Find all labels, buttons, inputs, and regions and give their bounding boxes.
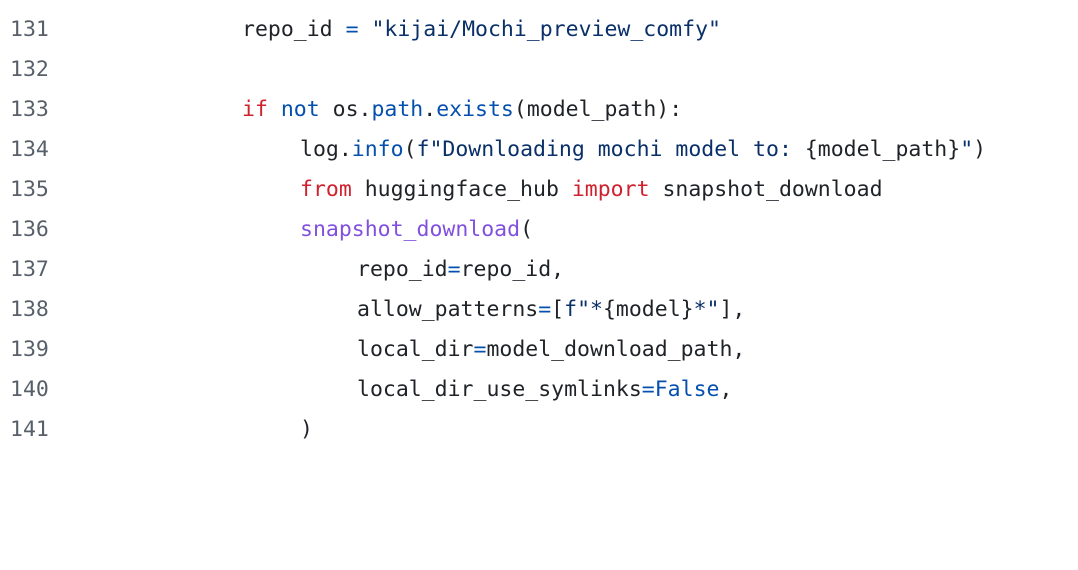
line-code: local_dir=model_download_path, — [357, 330, 745, 370]
line-number[interactable]: 133 — [10, 97, 49, 122]
code-token: not — [280, 97, 320, 122]
line-number[interactable]: 140 — [10, 377, 49, 402]
code-line: 139 local_dir=model_download_path, — [0, 330, 1078, 370]
code-token: if — [242, 97, 268, 122]
code-token: ( — [520, 217, 534, 242]
code-token: local_dir_use_symlinks — [357, 377, 642, 402]
code-token: ) — [973, 137, 987, 162]
line-number[interactable]: 137 — [10, 257, 49, 282]
code-line: 135 from huggingface_hub import snapshot… — [0, 170, 1078, 210]
code-token: snapshot_download — [300, 217, 521, 242]
code-token: = — [473, 337, 487, 362]
code-line: 137 repo_id=repo_id, — [0, 250, 1078, 290]
code-token: {model_path} — [804, 137, 961, 162]
code-token: = — [641, 377, 655, 402]
code-token: repo_id — [357, 257, 448, 282]
code-token — [268, 97, 281, 122]
line-code: if not os.path.exists(model_path): — [242, 90, 682, 130]
code-view: 131 repo_id = "kijai/Mochi_preview_comfy… — [0, 10, 1078, 450]
code-token: (model_path): — [513, 97, 683, 122]
code-token: ) — [300, 417, 313, 442]
code-token: , — [719, 377, 733, 402]
line-number[interactable]: 139 — [10, 337, 49, 362]
line-code: repo_id=repo_id, — [357, 250, 564, 290]
code-token: os. — [319, 97, 372, 122]
line-code: snapshot_download( — [300, 210, 533, 250]
code-token: ], — [719, 297, 746, 322]
code-token: f"Downloading mochi model to: — [416, 137, 805, 162]
code-token: info — [351, 137, 404, 162]
code-token: path — [371, 97, 424, 122]
code-token: repo_id, — [460, 257, 565, 282]
code-token: = — [538, 297, 552, 322]
line-code: local_dir_use_symlinks=False, — [357, 370, 732, 410]
line-number[interactable]: 132 — [10, 57, 49, 82]
code-token: local_dir — [357, 337, 474, 362]
code-token: . — [423, 97, 437, 122]
line-code: log.info(f"Downloading mochi model to: {… — [300, 130, 986, 170]
code-token: model_download_path, — [486, 337, 746, 362]
line-code: repo_id = "kijai/Mochi_preview_comfy" — [242, 10, 721, 50]
code-token: repo_id — [242, 17, 346, 42]
code-token: *" — [693, 297, 720, 322]
code-token: {model} — [602, 297, 694, 322]
code-line: 133 if not os.path.exists(model_path): — [0, 90, 1078, 130]
code-token: exists — [436, 97, 514, 122]
code-line: 132 — [0, 50, 1078, 90]
line-number[interactable]: 141 — [10, 417, 49, 442]
code-line: 140 local_dir_use_symlinks=False, — [0, 370, 1078, 410]
line-number[interactable]: 135 — [10, 177, 49, 202]
code-token: [ — [551, 297, 565, 322]
code-token: snapshot_download — [649, 177, 883, 202]
code-line: 136 snapshot_download( — [0, 210, 1078, 250]
code-token: allow_patterns — [357, 297, 539, 322]
line-number[interactable]: 131 — [10, 17, 49, 42]
code-token: f"* — [564, 297, 603, 322]
line-number[interactable]: 134 — [10, 137, 49, 162]
line-code: ) — [300, 410, 313, 450]
code-token — [359, 17, 372, 42]
code-token: False — [654, 377, 720, 402]
code-token: import — [571, 177, 650, 202]
code-token: = — [345, 17, 359, 42]
code-token: "kijai/Mochi_preview_comfy" — [371, 17, 721, 42]
code-line: 131 repo_id = "kijai/Mochi_preview_comfy… — [0, 10, 1078, 50]
code-line: 134 log.info(f"Downloading mochi model t… — [0, 130, 1078, 170]
code-token: " — [960, 137, 974, 162]
line-number[interactable]: 136 — [10, 217, 49, 242]
line-number[interactable]: 138 — [10, 297, 49, 322]
code-token: huggingface_hub — [351, 177, 572, 202]
code-line: 138 allow_patterns=[f"*{model}*"], — [0, 290, 1078, 330]
code-token: ( — [403, 137, 417, 162]
line-code: from huggingface_hub import snapshot_dow… — [300, 170, 883, 210]
code-line: 141 ) — [0, 410, 1078, 450]
line-code: allow_patterns=[f"*{model}*"], — [357, 290, 745, 330]
code-token: log. — [300, 137, 352, 162]
code-token: from — [300, 177, 352, 202]
code-token: = — [447, 257, 461, 282]
